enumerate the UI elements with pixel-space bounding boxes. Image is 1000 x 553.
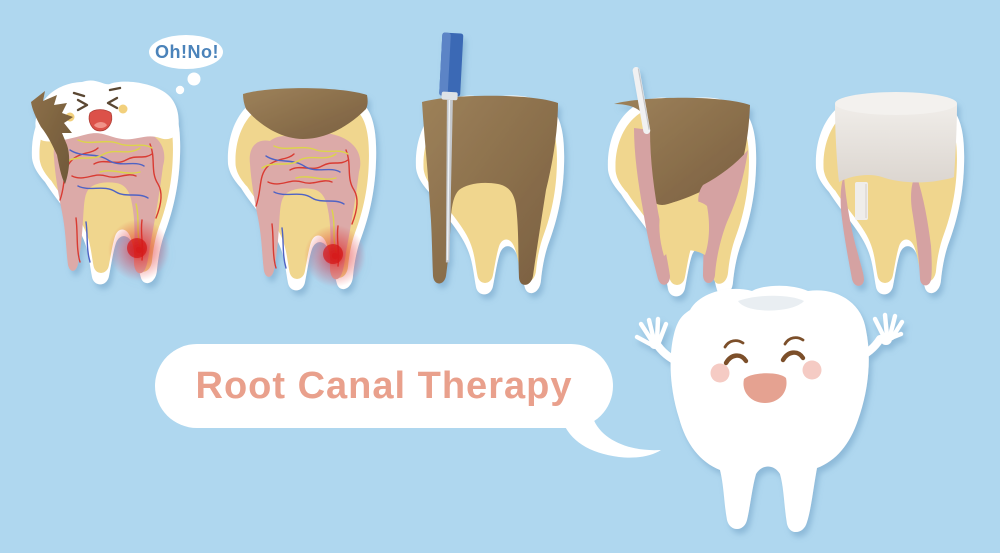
speech-bubble [155, 344, 661, 458]
canal-filling-left [634, 128, 670, 285]
happy-face [710, 336, 822, 403]
canal-filling-right [698, 150, 748, 284]
decay-cavity [31, 91, 73, 184]
hollow-canal [422, 95, 558, 285]
head-highlight [738, 295, 804, 311]
tooth-stage-2-access-opening [228, 88, 376, 290]
tooth-stage-3-file-cleaning [416, 32, 564, 295]
endodontic-file-icon [439, 32, 464, 263]
crown-post [855, 182, 868, 220]
plugger-instrument-icon [632, 66, 651, 135]
filled-canal-left [840, 176, 864, 286]
speech-bubble-tail [562, 418, 661, 458]
thought-bubble [149, 35, 223, 95]
tooth-body [670, 285, 869, 533]
access-opening [243, 88, 368, 139]
tooth-stage-4-filling [608, 66, 756, 296]
crown-restoration [835, 104, 957, 183]
filled-canal-right [911, 174, 932, 286]
thought-bubble-text: Oh!No! [155, 42, 219, 62]
tooth-stage-1-decay [31, 80, 180, 284]
crown-top [835, 92, 957, 115]
banner-title: Root Canal Therapy [195, 364, 573, 407]
tooth-stage-5-crown [816, 92, 964, 294]
happy-tooth-character [634, 285, 905, 533]
dentin-island [659, 200, 710, 256]
